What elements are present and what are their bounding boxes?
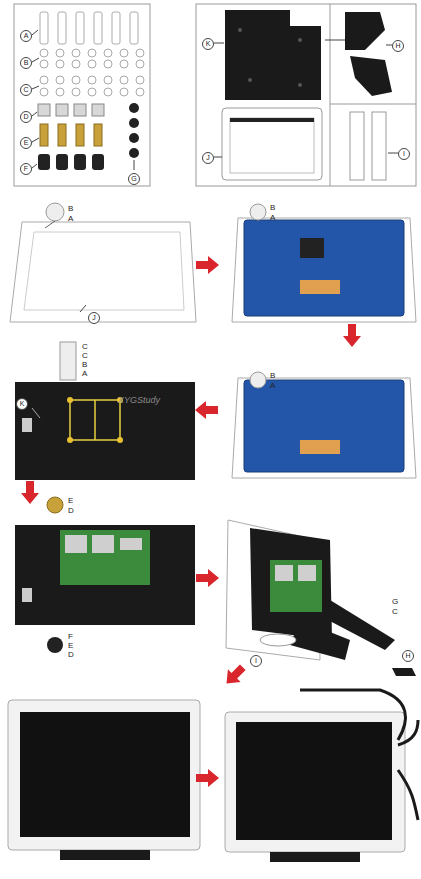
part-letter: C: [82, 351, 88, 360]
callout-letter: J: [202, 152, 214, 164]
callout-letter: J: [88, 312, 100, 324]
callout-letter: H: [402, 650, 414, 662]
callout-letter: D: [20, 111, 32, 123]
part-letter: D: [68, 650, 74, 659]
part-letter: B: [82, 360, 87, 369]
part-letter: D: [68, 506, 74, 515]
part-letter: F: [68, 632, 73, 641]
callout-letter: F: [20, 163, 32, 175]
callout-letter: C: [20, 84, 32, 96]
part-letter: B: [270, 371, 275, 380]
part-letter: C: [82, 342, 88, 351]
part-letter: G: [392, 597, 398, 606]
callout-letter: I: [398, 148, 410, 160]
callout-letter: I: [250, 655, 262, 667]
callout-letter: A: [20, 30, 32, 42]
part-letter: A: [68, 214, 73, 223]
part-letter: E: [68, 496, 73, 505]
part-letter: A: [270, 213, 275, 222]
part-letter: B: [68, 204, 73, 213]
callout-letter: G: [128, 173, 140, 185]
part-letter: C: [392, 607, 398, 616]
callout-letter: K: [16, 398, 28, 410]
callout-letter: E: [20, 137, 32, 149]
part-letter: B: [270, 203, 275, 212]
callout-letter: H: [392, 40, 404, 52]
watermark: XYGStudy: [118, 396, 160, 405]
callout-letter: B: [20, 57, 32, 69]
part-letter: A: [82, 369, 87, 378]
callout-letter: K: [202, 38, 214, 50]
part-letter: A: [270, 381, 275, 390]
part-letter: E: [68, 641, 73, 650]
